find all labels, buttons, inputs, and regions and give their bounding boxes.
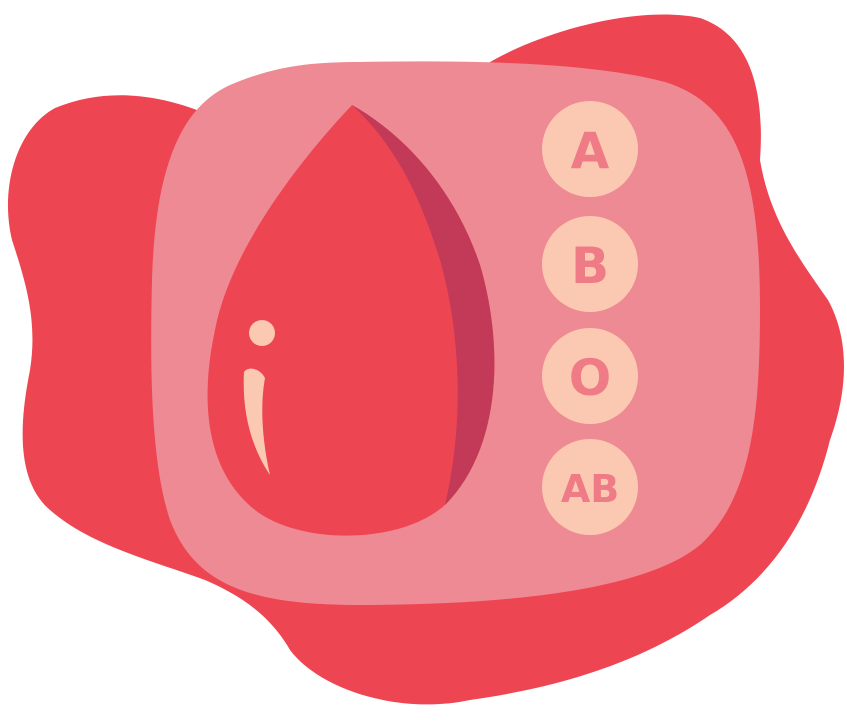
blood-drop-shadow <box>352 105 495 505</box>
drop-highlight-shape <box>243 368 270 475</box>
badge-ab-label: AB <box>561 467 619 511</box>
blood-drop-icon <box>207 105 495 536</box>
badge-o-label: O <box>569 349 612 407</box>
badge-b-circle <box>542 216 638 312</box>
badge-b-label: B <box>571 237 609 295</box>
badge-a-circle <box>542 101 638 197</box>
blood-type-badge-b: B <box>542 216 638 312</box>
badge-a-label: A <box>571 122 610 180</box>
badge-o-circle <box>542 328 638 424</box>
blood-type-badge-o: O <box>542 328 638 424</box>
blood-type-badge-a: A <box>542 101 638 197</box>
blood-drop-body <box>207 105 495 536</box>
drop-highlight-dot <box>249 320 275 346</box>
blood-type-badge-ab: AB <box>542 439 638 535</box>
badge-ab-circle <box>542 439 638 535</box>
